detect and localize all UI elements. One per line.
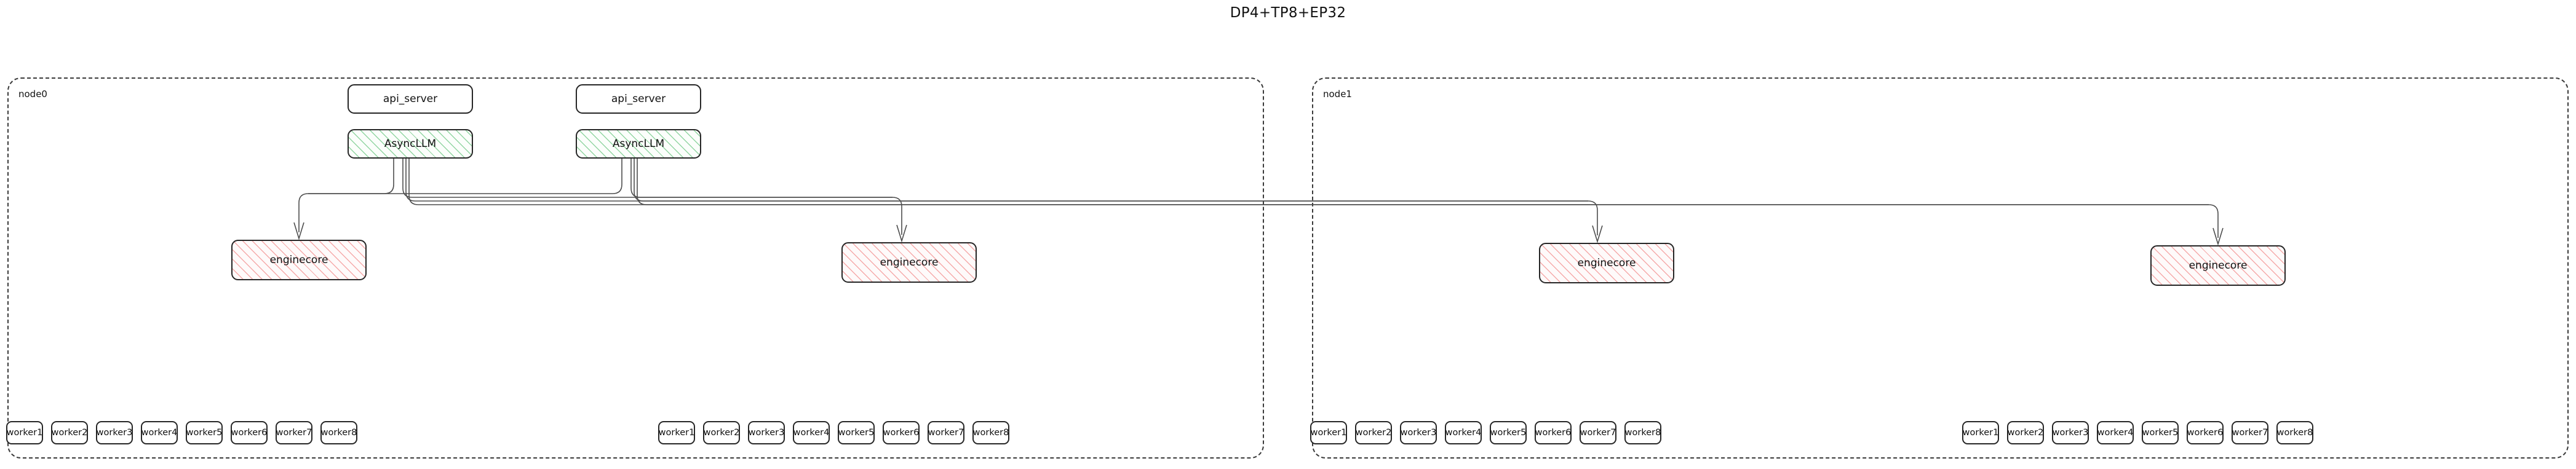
worker-box-0-0[interactable]: worker1: [6, 421, 43, 444]
worker-box-0-5[interactable]: worker6: [231, 421, 268, 444]
worker-box-2-3[interactable]: worker4: [1445, 421, 1482, 444]
async-llm-box-0[interactable]: AsyncLLM: [348, 129, 473, 159]
api-server-box-0[interactable]: api_server: [348, 84, 473, 114]
worker-box-0-3[interactable]: worker4: [141, 421, 178, 444]
worker-box-2-6[interactable]: worker7: [1580, 421, 1616, 444]
async-llm-box-1[interactable]: AsyncLLM: [576, 129, 701, 159]
worker-box-2-2[interactable]: worker3: [1400, 421, 1437, 444]
enginecore-box-0[interactable]: enginecore: [231, 240, 367, 280]
worker-box-1-4[interactable]: worker5: [838, 421, 875, 444]
worker-box-2-7[interactable]: worker8: [1624, 421, 1661, 444]
worker-box-0-7[interactable]: worker8: [320, 421, 357, 444]
worker-box-3-3[interactable]: worker4: [2097, 421, 2134, 444]
worker-box-2-1[interactable]: worker2: [1355, 421, 1392, 444]
api-server-box-1[interactable]: api_server: [576, 84, 701, 114]
enginecore-box-1[interactable]: enginecore: [841, 242, 977, 283]
node-container-node1: [1312, 77, 2569, 459]
worker-box-1-3[interactable]: worker4: [793, 421, 830, 444]
enginecore-box-3[interactable]: enginecore: [2150, 245, 2286, 286]
worker-box-0-6[interactable]: worker7: [276, 421, 312, 444]
worker-box-2-0[interactable]: worker1: [1310, 421, 1347, 444]
node-label-node0: node0: [18, 89, 47, 100]
worker-box-1-6[interactable]: worker7: [928, 421, 964, 444]
worker-box-3-7[interactable]: worker8: [2276, 421, 2313, 444]
worker-box-1-5[interactable]: worker6: [883, 421, 920, 444]
worker-box-3-1[interactable]: worker2: [2007, 421, 2044, 444]
node-label-node1: node1: [1323, 89, 1352, 100]
worker-box-0-2[interactable]: worker3: [96, 421, 133, 444]
worker-box-0-4[interactable]: worker5: [186, 421, 223, 444]
worker-box-3-5[interactable]: worker6: [2187, 421, 2224, 444]
worker-box-1-1[interactable]: worker2: [703, 421, 740, 444]
worker-box-3-0[interactable]: worker1: [1962, 421, 1999, 444]
worker-box-1-0[interactable]: worker1: [658, 421, 695, 444]
worker-box-0-1[interactable]: worker2: [51, 421, 88, 444]
worker-box-3-2[interactable]: worker3: [2052, 421, 2089, 444]
worker-box-2-5[interactable]: worker6: [1535, 421, 1572, 444]
worker-box-3-6[interactable]: worker7: [2232, 421, 2268, 444]
page-title: DP4+TP8+EP32: [1230, 5, 1346, 21]
node-container-node0: [7, 77, 1264, 459]
worker-box-1-2[interactable]: worker3: [748, 421, 785, 444]
worker-box-2-4[interactable]: worker5: [1490, 421, 1527, 444]
enginecore-box-2[interactable]: enginecore: [1539, 243, 1674, 283]
worker-box-3-4[interactable]: worker5: [2142, 421, 2179, 444]
worker-box-1-7[interactable]: worker8: [972, 421, 1009, 444]
